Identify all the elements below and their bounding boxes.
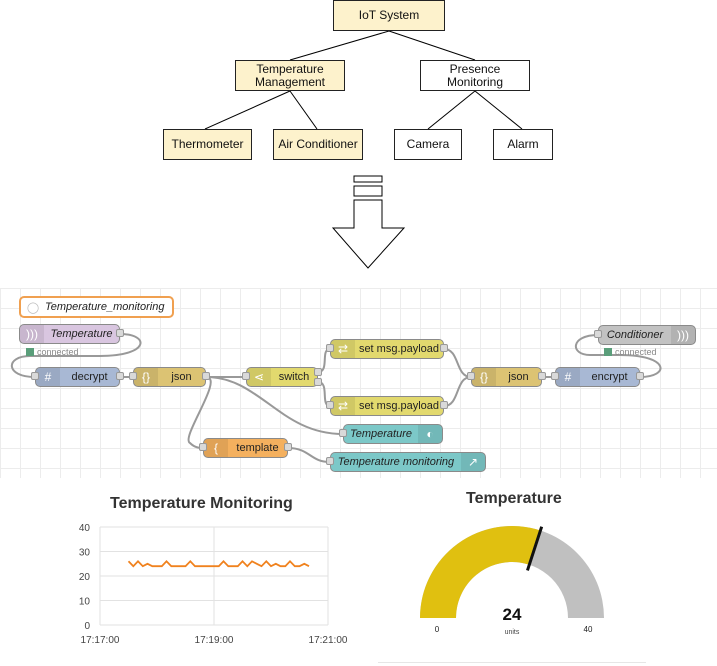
node-label: json <box>171 371 192 383</box>
node-iot-system: IoT System <box>333 0 445 31</box>
node-temperature-management: Temperature Management <box>235 60 345 91</box>
x-tick-label: 17:17:00 <box>81 635 120 646</box>
node-label: template <box>236 442 279 454</box>
flow-node-decrypt[interactable]: # decrypt <box>35 367 120 387</box>
flow-node-encrypt[interactable]: # encrypt <box>555 367 640 387</box>
gauge-icon: ◐ <box>418 425 442 443</box>
gauge-track <box>420 526 604 618</box>
input-port[interactable] <box>242 372 250 380</box>
y-tick-label: 20 <box>79 572 91 583</box>
input-port[interactable] <box>326 401 334 409</box>
switch-icon: ⋖ <box>247 368 271 386</box>
shuffle-icon: ⇄ <box>331 340 355 358</box>
node-presence-monitoring: Presence Monitoring <box>420 60 530 91</box>
flow-node-template[interactable]: { template <box>203 438 288 458</box>
output-port[interactable] <box>116 372 124 380</box>
output-port[interactable] <box>202 372 210 380</box>
flow-node-temperature-monitoring[interactable]: Temperature monitoring ↗ <box>330 452 486 472</box>
node-air-conditioner: Air Conditioner <box>273 129 363 160</box>
y-tick-label: 40 <box>79 523 91 534</box>
y-tick-label: 30 <box>79 548 91 559</box>
chart-icon: ↗ <box>461 453 485 471</box>
flow-comment-node[interactable]: ◯ Temperature_monitoring <box>19 296 174 318</box>
gauge-fill <box>420 526 541 618</box>
gauge-min: 0 <box>435 625 440 634</box>
node-camera: Camera <box>394 129 462 160</box>
flow-node-temperature-in[interactable]: ))) Temperature <box>19 324 120 344</box>
node-label: Conditioner <box>606 329 664 341</box>
output-port[interactable] <box>284 443 292 451</box>
node-label: switch <box>278 371 310 383</box>
output-port[interactable] <box>440 344 448 352</box>
wifi-icon: ))) <box>20 325 44 343</box>
brace-icon: { <box>204 439 228 457</box>
flow-node-json-1[interactable]: {} json <box>133 367 206 387</box>
node-label: json <box>508 371 529 383</box>
node-label: set msg.payload <box>358 400 440 412</box>
output-port[interactable] <box>314 368 322 376</box>
hash-icon: # <box>556 368 580 386</box>
series-line <box>127 560 310 568</box>
x-tick-label: 17:21:00 <box>309 635 348 646</box>
input-port[interactable] <box>129 372 137 380</box>
output-port[interactable] <box>636 372 644 380</box>
flow-node-conditioner[interactable]: Conditioner ))) <box>598 325 696 345</box>
node-label: Temperature <box>350 428 412 440</box>
node-label: decrypt <box>71 371 108 383</box>
input-port[interactable] <box>594 330 602 338</box>
node-label: Temperature monitoring <box>337 456 455 468</box>
input-port[interactable] <box>339 429 347 437</box>
braces-icon: {} <box>134 368 158 386</box>
gauge-value: 24 <box>503 605 522 624</box>
node-alarm: Alarm <box>493 129 553 160</box>
x-tick-label: 17:19:00 <box>195 635 234 646</box>
conditioner-status: connected <box>604 347 657 357</box>
input-port[interactable] <box>326 344 334 352</box>
node-label: encrypt <box>591 371 628 383</box>
output-port[interactable] <box>538 372 546 380</box>
shuffle-icon: ⇄ <box>331 397 355 415</box>
comment-icon: ◯ <box>26 301 40 314</box>
flow-node-temperature-gauge[interactable]: Temperature ◐ <box>343 424 443 444</box>
input-port[interactable] <box>467 372 475 380</box>
braces-icon: {} <box>472 368 496 386</box>
gauge-title: Temperature <box>466 490 562 507</box>
divider <box>378 662 646 663</box>
wifi-icon: ))) <box>671 326 695 344</box>
output-port[interactable] <box>440 401 448 409</box>
comment-label: Temperature_monitoring <box>45 301 165 313</box>
hash-icon: # <box>36 368 60 386</box>
down-arrow-icon <box>331 175 406 269</box>
flow-node-set-payload-2[interactable]: ⇄ set msg.payload <box>330 396 444 416</box>
gauge-units: units <box>505 629 520 636</box>
y-tick-label: 10 <box>79 597 91 608</box>
y-tick-label: 0 <box>84 621 90 632</box>
input-port[interactable] <box>31 372 39 380</box>
output-port[interactable] <box>314 378 322 386</box>
gauge-max: 40 <box>584 625 593 634</box>
node-thermometer: Thermometer <box>163 129 252 160</box>
node-label: Temperature <box>50 328 113 340</box>
input-port[interactable] <box>326 457 334 465</box>
output-port[interactable] <box>116 329 124 337</box>
flow-node-switch[interactable]: ⋖ switch <box>246 367 318 387</box>
node-label: set msg.payload <box>358 343 440 355</box>
flow-node-json-2[interactable]: {} json <box>471 367 542 387</box>
gauge-needle <box>526 526 544 571</box>
hierarchy-connectors <box>204 30 523 269</box>
chart-title: Temperature Monitoring <box>110 495 293 512</box>
flow-node-set-payload-1[interactable]: ⇄ set msg.payload <box>330 339 444 359</box>
input-port[interactable] <box>199 443 207 451</box>
temperature-status: connected <box>26 347 79 357</box>
input-port[interactable] <box>551 372 559 380</box>
flow-canvas[interactable]: ◯ Temperature_monitoring ))) Temperature… <box>0 288 717 478</box>
